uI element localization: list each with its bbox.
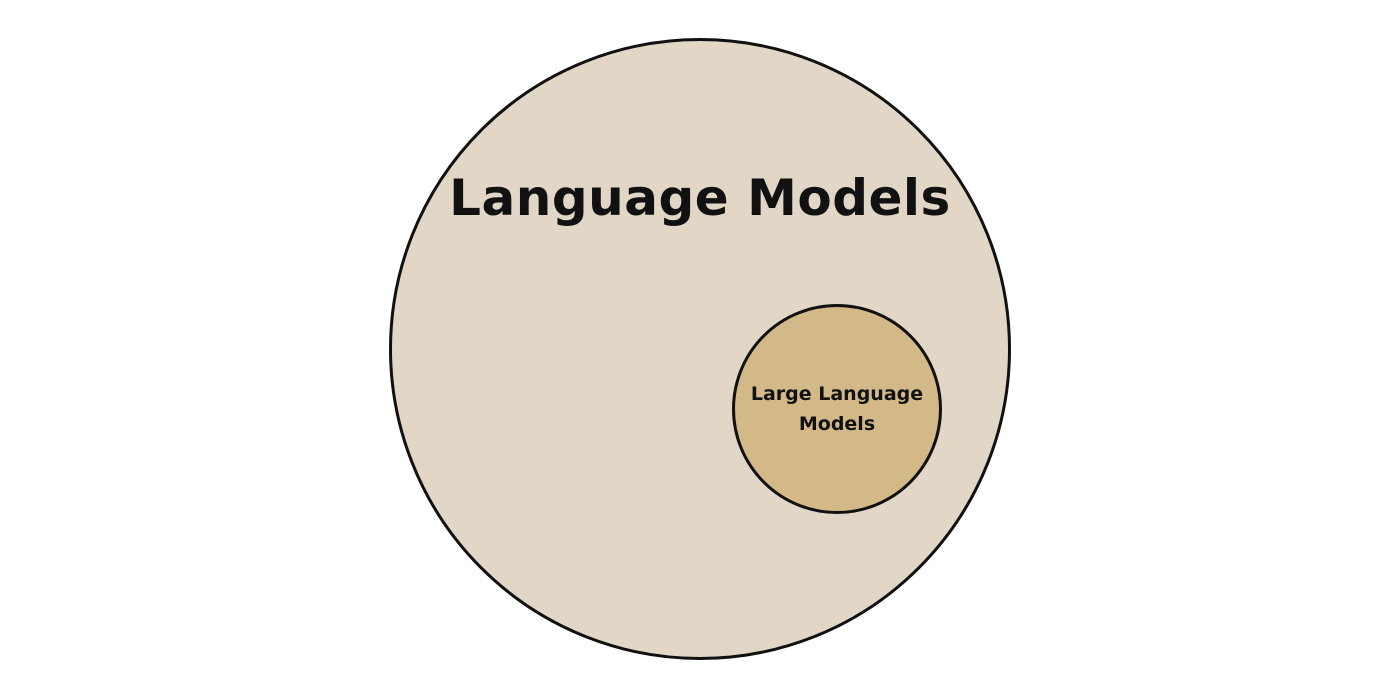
large-language-models-label-line1: Large Language (750, 383, 924, 405)
large-language-models-label-line2: Models (798, 413, 876, 435)
large-language-models-circle: Large Language Models (732, 304, 942, 514)
large-language-models-label: Large Language Models (742, 379, 932, 439)
language-models-label: Language Models (449, 169, 951, 227)
